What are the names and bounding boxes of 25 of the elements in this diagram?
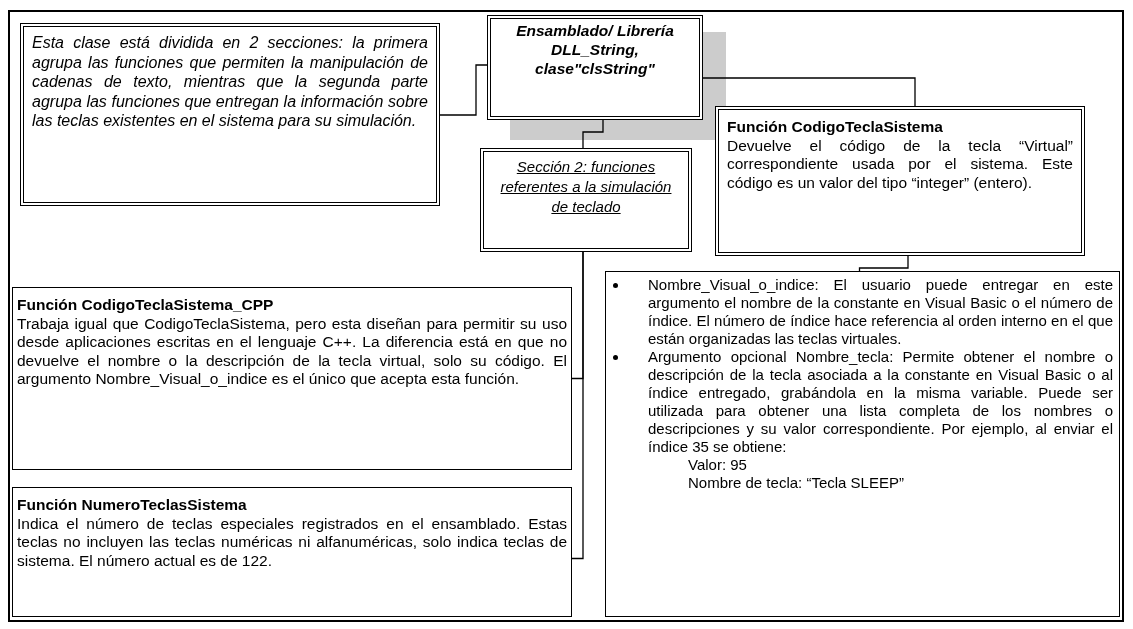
note-box	[20, 23, 440, 206]
connector-line	[571, 251, 584, 560]
function-box	[12, 487, 572, 617]
function-heading: Función NumeroTeclasSistema	[17, 496, 248, 515]
function-description: Trabaja igual que CodigoTeclaSistema, pero esta diseñan para permitir su uso desde aplicaciones escritas en el lenguaje C++. La diferencia está en que no devuelve el nombre o la descripción de la tecla virtual, solo su código. El argumento Nombre_Visual_o_indice es el único que acepta esta función.	[17, 314, 567, 389]
function-heading: Función CodigoTeclaSistema_CPP	[17, 296, 275, 315]
function-description: Indica el número de teclas especiales registrados en el ensamblado. Estas teclas no incluyen las teclas numéricas ni alfanuméricas, solo indica teclas de sistema. El número actual es de 122.	[17, 514, 567, 570]
function-heading: Función CodigoTeclaSistema	[727, 118, 944, 137]
connector-line	[582, 119, 604, 149]
function-box	[715, 106, 1085, 256]
connector-line	[858, 255, 909, 272]
title-text: Ensamblado/ Librería DLL_String, clase"clsString"	[515, 21, 675, 78]
connector-line	[439, 64, 488, 116]
connector-line	[702, 77, 916, 107]
section-heading: Sección 2: funciones referentes a la simulación de teclado	[499, 157, 673, 217]
function-box	[12, 287, 572, 470]
title-box	[487, 15, 703, 120]
example-line: Valor: 95	[687, 456, 748, 474]
argument-box	[605, 271, 1120, 617]
section-box	[480, 148, 692, 252]
example-line: Nombre de tecla: “Tecla SLEEP”	[687, 474, 905, 492]
function-description: Devuelve el código de la tecla “Virtual” correspondiente usada por el sistema. Este código es un valor del tipo “integer” (entero).	[727, 136, 1073, 192]
description-text: Esta clase está dividida en 2 secciones: la primera agrupa las funciones que permiten la manipulación de cadenas de texto, mientras que la segunda parte agrupa las funciones que entregan la información sobre las teclas existentes en el sistema para su simulación.	[32, 33, 428, 131]
bullet-item: Argumento opcional Nombre_tecla: Permite obtener el nombre o descripción de la tecla asociada a la constante en Visual Basic o al índice entregado, grabándola en la misma variable. Puede ser utilizada para obtener una lista completa de los nombres o descripciones y su valor correspondiente. Por ejemplo, al enviar el índice 35 se obtiene:	[610, 348, 1113, 456]
bullet-item: Nombre_Visual_o_indice: El usuario puede entregar en este argumento el nombre de la constante en Visual Basic o el número de índice. El número de índice hace referencia al orden interno en el que están organizadas las teclas virtuales.	[610, 276, 1113, 348]
